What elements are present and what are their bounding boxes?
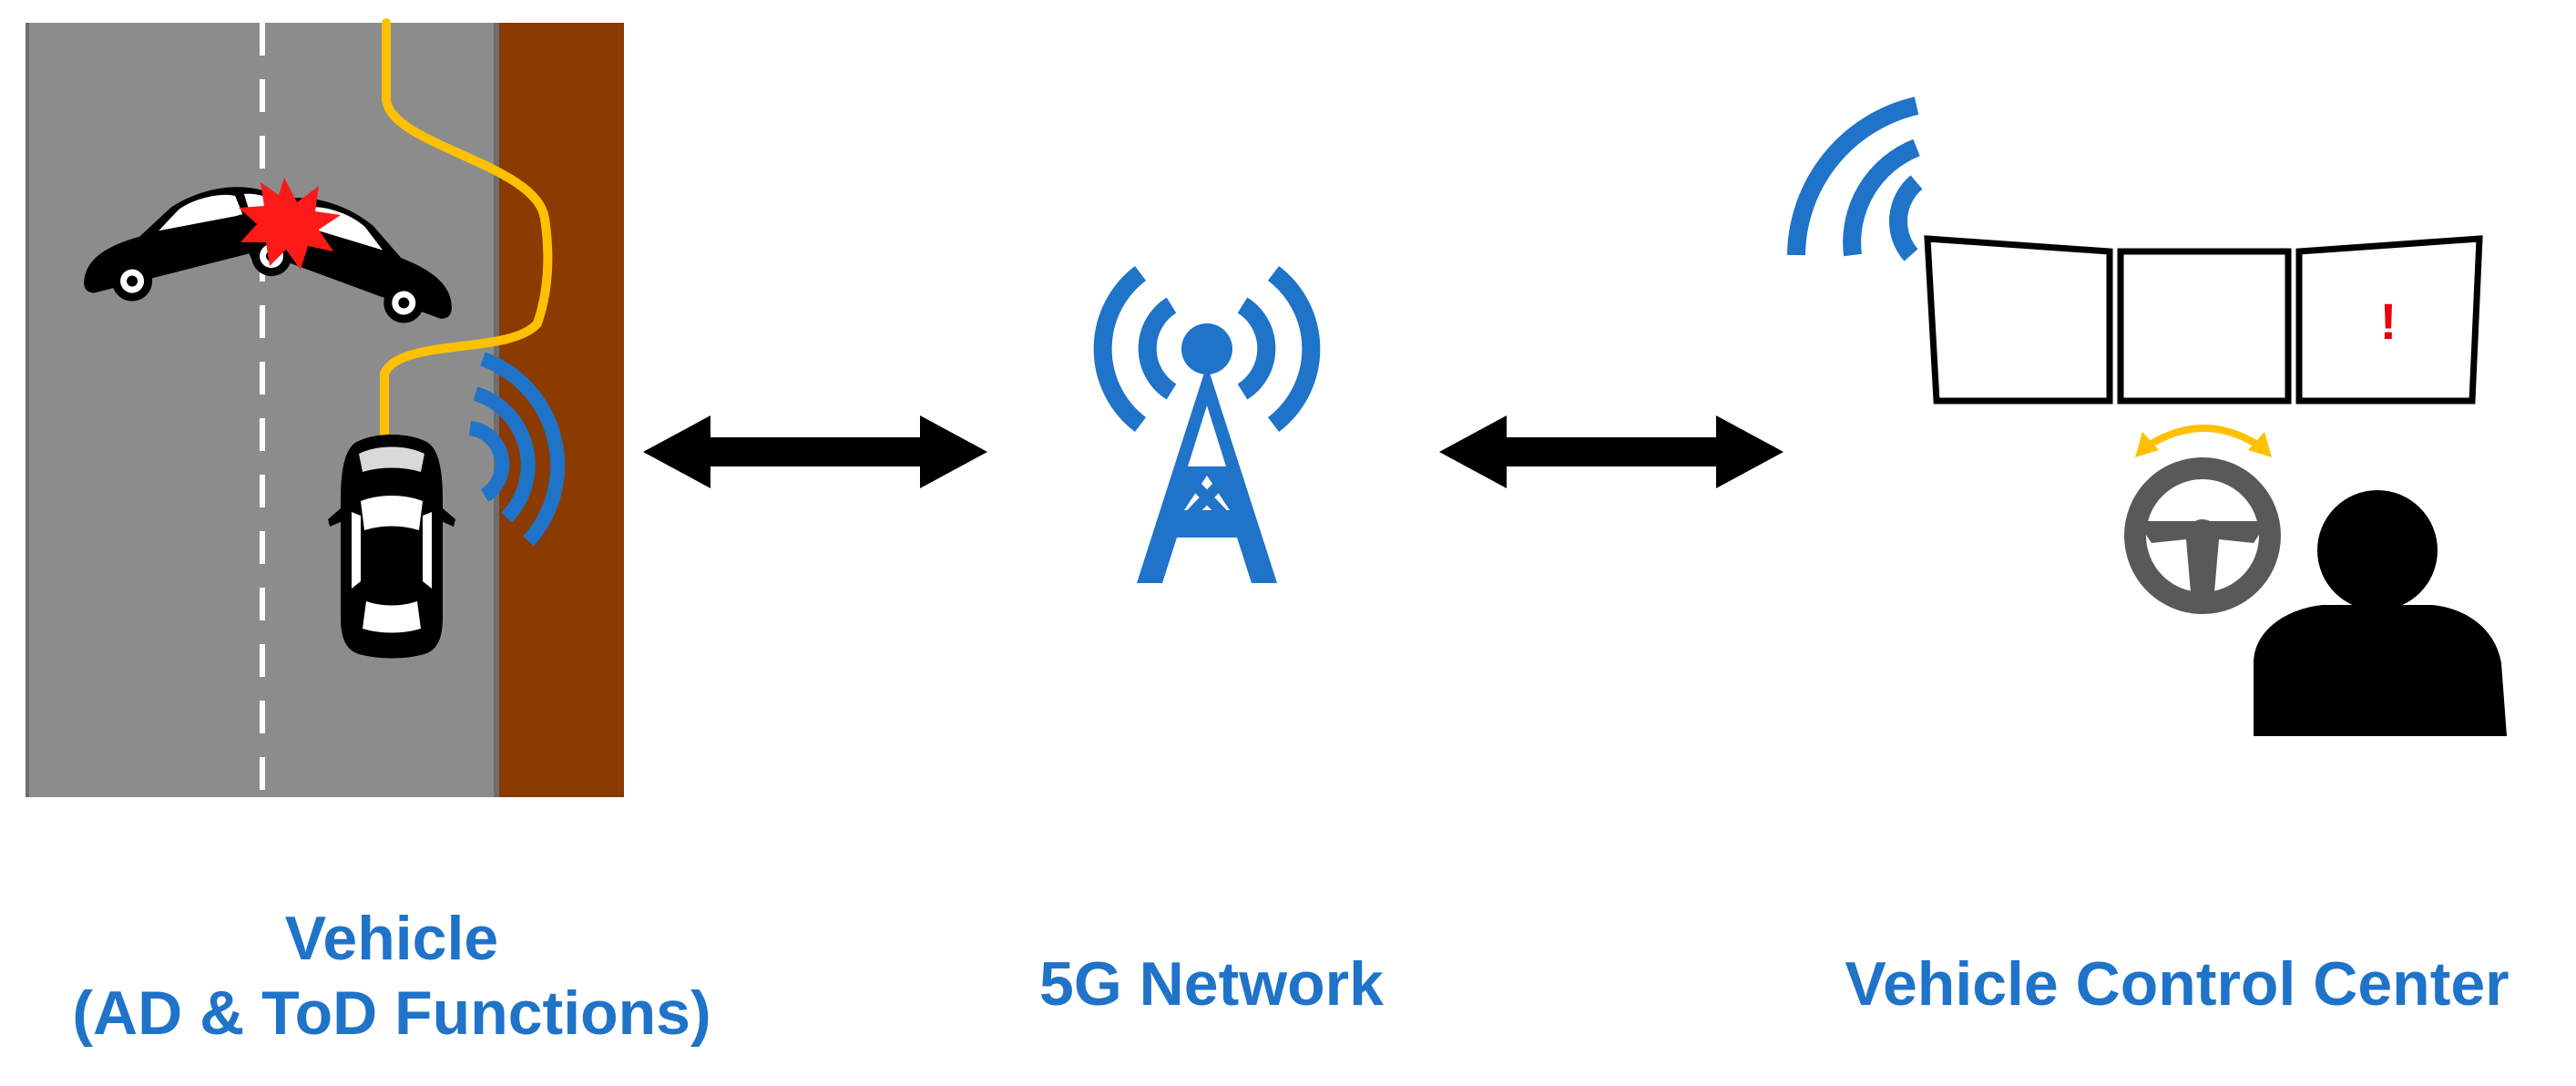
car-icon (328, 435, 455, 659)
wireless-signal-icon (1787, 97, 1923, 261)
double-arrow-icon (643, 415, 987, 488)
vehicle-caption-line1: Vehicle (284, 904, 499, 973)
vehicle-trajectory (380, 18, 553, 442)
roadside-strip (499, 23, 624, 797)
monitor-center (2117, 248, 2292, 405)
vehicle-caption-line2: (AD & ToD Functions) (72, 978, 711, 1048)
control-center-caption: Vehicle Control Center (1845, 949, 2510, 1019)
road-scene (26, 18, 624, 797)
monitor-alert: ! (2380, 292, 2397, 350)
rotation-arrow-icon (2135, 425, 2272, 457)
cell-tower-icon (1093, 266, 1321, 583)
double-arrow-icon (1439, 415, 1784, 488)
monitor-right (2295, 235, 2483, 405)
network-caption: 5G Network (1039, 949, 1384, 1019)
control-center: ! (1787, 97, 2507, 736)
operator-icon (2254, 490, 2507, 736)
steering-wheel-icon (2124, 457, 2281, 614)
wireless-signal-icon (468, 352, 566, 547)
collision-icon (239, 178, 341, 270)
vehicle-caption: Vehicle (AD & ToD Functions) (0, 902, 783, 1050)
monitor-wall (1924, 235, 2483, 405)
monitor-left (1924, 235, 2113, 405)
